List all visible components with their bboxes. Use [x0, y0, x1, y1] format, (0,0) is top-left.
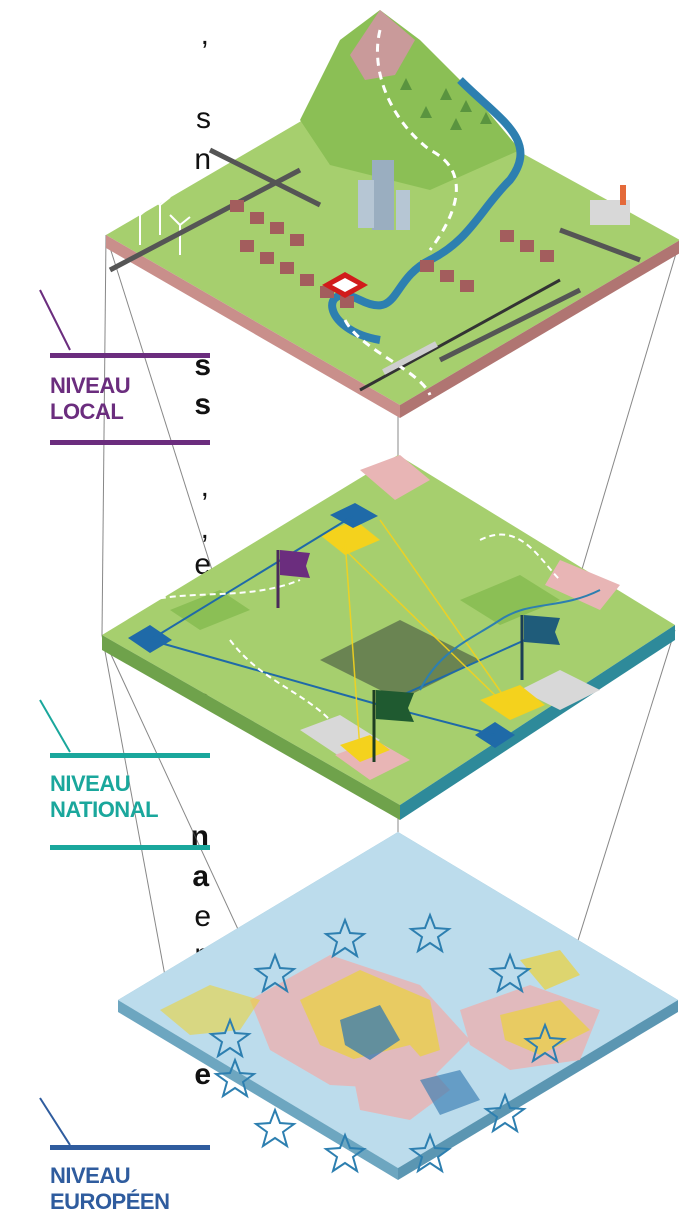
text-fragment: s [194, 388, 211, 421]
european-level-label: NIVEAU EUROPÉEN [50, 1163, 170, 1215]
text-fragment: a [192, 860, 209, 893]
national-level-label: NIVEAU NATIONAL [50, 771, 159, 823]
local-bottom-rule [50, 440, 210, 445]
text-fragment: , [200, 18, 209, 51]
text-fragment: n [194, 143, 211, 176]
local-level-label: NIVEAU LOCAL [50, 373, 131, 425]
text-fragment: n [190, 820, 209, 853]
skyscrapers [358, 160, 410, 230]
national-top-rule [50, 753, 210, 758]
wind-turbines [129, 194, 191, 255]
text-fragment: , [200, 470, 209, 503]
text-fragment: e [194, 1058, 211, 1091]
flag-teal [520, 615, 560, 680]
european-top-rule [50, 1145, 210, 1150]
local-layer [106, 10, 679, 418]
local-top-rule [50, 353, 210, 358]
european-label-line1: NIVEAU [50, 1163, 131, 1188]
european-label-line2: EUROPÉEN [50, 1189, 170, 1214]
eu-stars [208, 912, 567, 1174]
national-bottom-rule [50, 845, 210, 850]
european-layer [118, 832, 678, 1180]
national-layer [102, 455, 675, 820]
flag-green [372, 690, 414, 762]
local-label-line1: NIVEAU [50, 373, 131, 398]
national-label-line2: NATIONAL [50, 797, 159, 822]
text-fragment: s [196, 102, 211, 135]
factory [590, 185, 630, 225]
text-fragment: e [194, 900, 211, 933]
national-label-line1: NIVEAU [50, 771, 131, 796]
flag-purple [276, 550, 310, 608]
text-fragment: , [200, 512, 209, 545]
local-label-line2: LOCAL [50, 399, 124, 424]
